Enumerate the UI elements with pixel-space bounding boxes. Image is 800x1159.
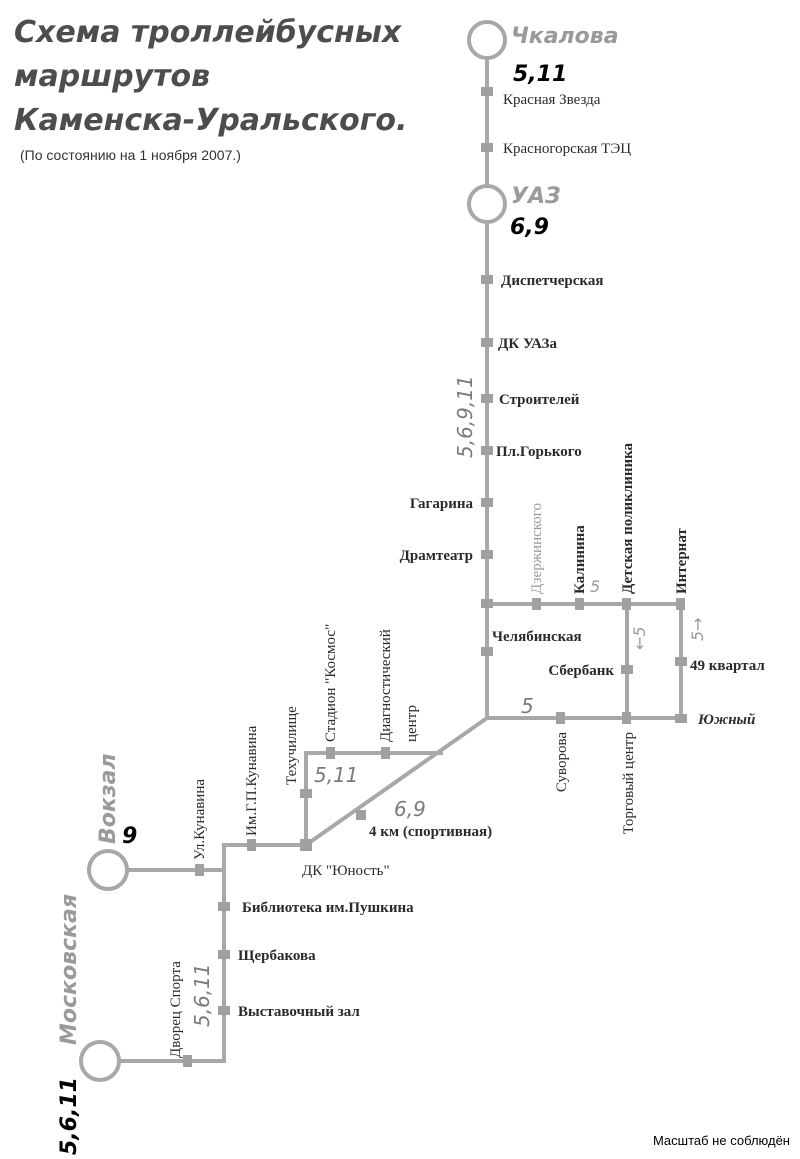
map-title-line1: Схема троллейбусных bbox=[14, 15, 403, 50]
stop-label-diagnostichesky-centr: центр bbox=[404, 705, 420, 742]
map-title-line3: Каменска-Уральского. bbox=[14, 103, 407, 138]
stop-label-detskaya-poliklinika: Детская поликлиника bbox=[620, 442, 636, 594]
stop-label-stadion-kosmos: Стадион "Космос" bbox=[323, 624, 339, 742]
terminal-vokzal-name: Вокзал bbox=[96, 753, 121, 844]
stop-label-dispetcherskaya: Диспетчерская bbox=[501, 273, 603, 289]
stop-marker[interactable] bbox=[676, 598, 685, 610]
route-label-east-top: 5 bbox=[590, 577, 600, 596]
terminal-uaz-icon[interactable] bbox=[467, 184, 507, 224]
route-label-east-down-right: 5→ bbox=[688, 617, 707, 641]
stop-label-im-kunavina: Им.Г.П.Кунавина bbox=[244, 725, 260, 836]
stop-markers bbox=[183, 87, 687, 1067]
stop-marker[interactable] bbox=[481, 446, 493, 455]
stop-marker[interactable] bbox=[481, 599, 493, 608]
stop-marker[interactable] bbox=[356, 810, 366, 820]
stop-marker[interactable] bbox=[575, 598, 584, 610]
stop-label-biblioteka: Библиотека им.Пушкина bbox=[242, 900, 414, 916]
stop-label-shcherbakova: Щербакова bbox=[238, 948, 316, 964]
stop-label-ul-kunavina: Ул.Кунавина bbox=[192, 779, 208, 860]
stop-marker[interactable] bbox=[621, 665, 633, 674]
terminal-moskovskaya-name: Московская bbox=[57, 894, 82, 1045]
route-label-diagonal: 6,9 bbox=[394, 797, 426, 821]
route-label-east-down-left: ←5 bbox=[630, 626, 649, 650]
terminal-uaz-name: УАЗ bbox=[511, 184, 561, 209]
stop-label-diagnostichesky: Диагностический bbox=[378, 629, 394, 742]
stop-label-4km: 4 км (спортивная) bbox=[369, 824, 492, 840]
stop-marker[interactable] bbox=[247, 839, 256, 851]
stop-marker[interactable] bbox=[381, 747, 390, 759]
stop-marker[interactable] bbox=[326, 747, 335, 759]
stop-marker[interactable] bbox=[300, 789, 312, 798]
scale-note: Масштаб не соблюдён bbox=[653, 1133, 790, 1148]
stop-marker[interactable] bbox=[195, 864, 204, 876]
stop-marker[interactable] bbox=[481, 647, 493, 656]
stop-label-vystavochny-zal: Выставочный зал bbox=[238, 1004, 360, 1020]
route-label-loop: 5,11 bbox=[314, 763, 359, 787]
terminal-uaz-routes: 6,9 bbox=[510, 215, 549, 240]
terminal-chkalova-routes: 5,11 bbox=[513, 62, 567, 87]
stop-label-dk-yunost: ДК "Юность" bbox=[302, 863, 390, 879]
stop-marker[interactable] bbox=[481, 550, 493, 559]
stop-label-yuzhny: Южный bbox=[697, 712, 755, 728]
stop-label-dramteatr: Драмтеатр bbox=[400, 548, 473, 564]
terminal-moskovskaya-icon[interactable] bbox=[79, 1040, 121, 1082]
stop-marker[interactable] bbox=[675, 657, 687, 666]
terminal-moskovskaya-routes: 5,6,11 bbox=[57, 1077, 82, 1155]
stop-marker[interactable] bbox=[481, 394, 493, 403]
stop-label-sberbank: Сбербанк bbox=[548, 663, 614, 679]
stop-label-dvorec-sporta: Дворец Спорта bbox=[168, 961, 184, 1058]
stop-label-dzerzhinskogo: Дзержинского bbox=[529, 503, 545, 594]
stop-marker[interactable] bbox=[300, 839, 312, 851]
route-label-east-bottom: 5 bbox=[521, 694, 534, 718]
terminal-chkalova-icon[interactable] bbox=[467, 20, 507, 60]
terminal-chkalova-name: Чкалова bbox=[511, 24, 619, 49]
terminal-vokzal-icon[interactable] bbox=[87, 849, 129, 891]
stop-marker[interactable] bbox=[675, 714, 687, 723]
line-diagonal bbox=[303, 715, 490, 848]
route-label-southwest: 5,6,11 bbox=[190, 963, 214, 1027]
stop-marker[interactable] bbox=[481, 338, 493, 347]
stop-marker[interactable] bbox=[481, 87, 493, 96]
stop-label-krasnogorskaya-tec: Красногорская ТЭЦ bbox=[503, 141, 631, 157]
stop-marker[interactable] bbox=[622, 598, 631, 610]
stop-marker[interactable] bbox=[481, 143, 493, 152]
stop-label-gagarina: Гагарина bbox=[410, 496, 474, 512]
stop-label-krasnaya-zvezda: Красная Звезда bbox=[503, 92, 601, 108]
stop-marker[interactable] bbox=[481, 498, 493, 507]
stop-label-tehuchilishche: Техучилище bbox=[284, 706, 300, 785]
stop-marker[interactable] bbox=[556, 712, 565, 724]
stop-marker[interactable] bbox=[183, 1055, 192, 1067]
stop-label-chelyabinskaya: Челябинская bbox=[492, 629, 582, 645]
stop-marker[interactable] bbox=[218, 950, 230, 959]
stop-marker[interactable] bbox=[218, 902, 230, 911]
stop-label-suvorova: Суворова bbox=[554, 732, 570, 792]
stop-label-pl-gorkogo: Пл.Горького bbox=[496, 444, 582, 460]
stop-label-dk-uaza: ДК УАЗа bbox=[498, 336, 557, 352]
stop-marker[interactable] bbox=[481, 275, 493, 284]
map-subtitle: (По состоянию на 1 ноября 2007.) bbox=[20, 147, 241, 163]
stop-label-stroiteley: Строителей bbox=[499, 392, 580, 408]
stop-label-torgovy-centr: Торговый центр bbox=[621, 732, 637, 834]
terminal-vokzal-routes: 9 bbox=[122, 824, 137, 849]
route-label-main-trunk: 5,6,9,11 bbox=[453, 375, 477, 458]
stop-label-kalinina: Калинина bbox=[572, 525, 588, 594]
stop-marker[interactable] bbox=[622, 712, 631, 724]
stop-marker[interactable] bbox=[218, 1006, 230, 1015]
stop-label-49-kvartal: 49 квартал bbox=[690, 658, 765, 674]
stop-label-internat: Интернат bbox=[674, 528, 690, 594]
map-title-line2: маршрутов bbox=[14, 59, 210, 94]
stop-marker[interactable] bbox=[532, 598, 541, 610]
